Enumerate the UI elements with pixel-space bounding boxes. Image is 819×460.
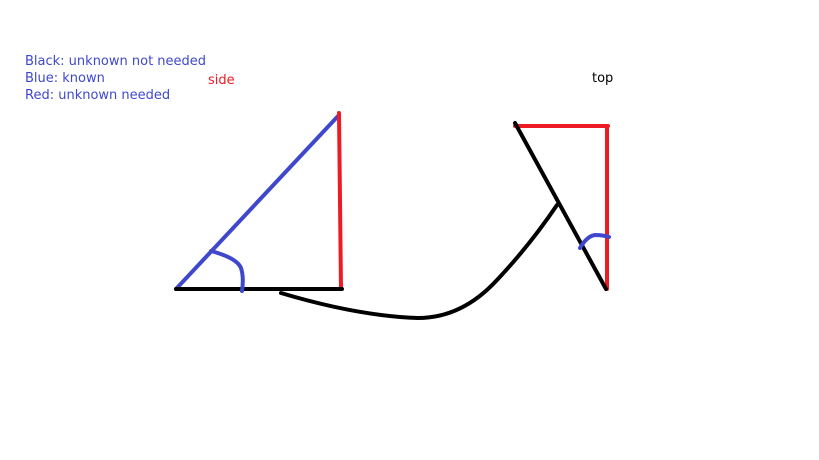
top-diagonal [513,121,608,291]
side-angle-arc [209,249,245,293]
side-view-label: side [208,73,235,88]
legend-black: Black: unknown not needed [25,54,207,69]
top-angle-arc [578,233,611,250]
connector-curve [279,203,559,320]
side-vertical-edge [337,111,343,291]
legend-blue: Blue: known [25,71,105,86]
side-hypotenuse [174,113,341,291]
color-legend: Black: unknown not needed Blue: known Re… [25,53,206,104]
legend-red: Red: unknown needed [25,88,171,103]
top-view-label: top [592,71,614,86]
